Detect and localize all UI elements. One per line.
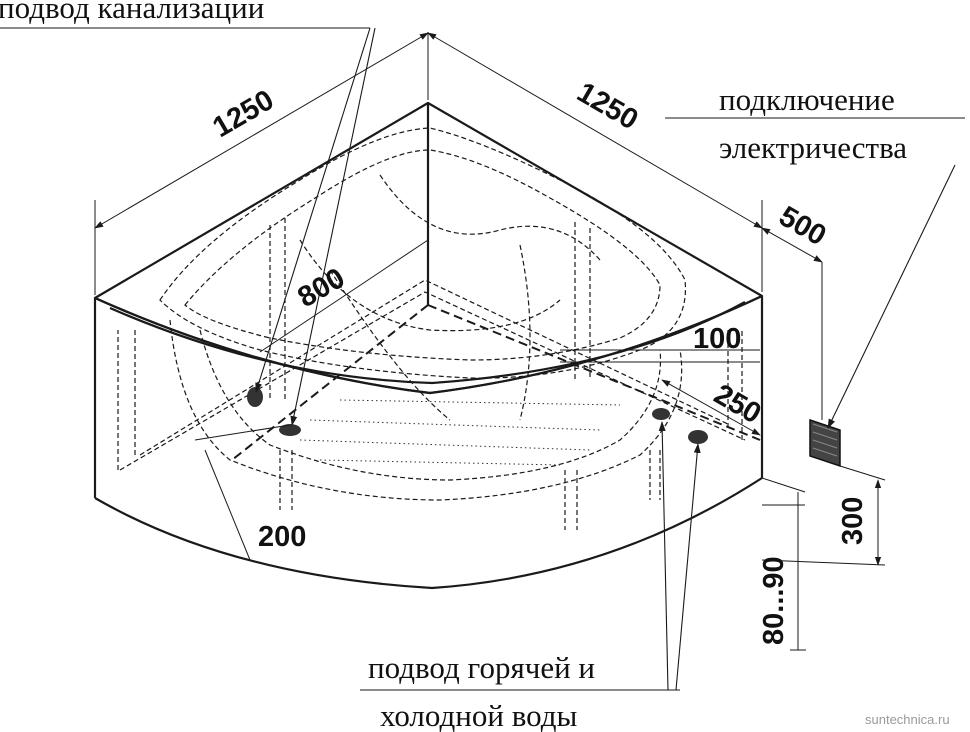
frame-post-1 [269,218,286,400]
leg-1 [279,450,293,510]
support-legs [279,450,661,530]
dim-label-1250-left: 1250 [208,84,280,144]
dim-label-200: 200 [258,521,306,553]
cold-water-fitting [688,430,708,444]
dim-800-line [259,239,429,353]
jet-dots [299,399,621,466]
dim-label-80-90: 80...90 [758,556,790,645]
water-leader-cold [675,443,701,691]
basin-outline [159,127,687,379]
leader-lines [0,27,965,691]
frame-base-inner [139,279,731,456]
dim-1250-left [94,32,429,229]
leg-3 [649,450,661,500]
overflow-fitting [247,387,263,407]
dim-200-leader [204,449,251,561]
drain-leader-1 [255,27,371,393]
seat-contour [379,174,601,261]
drain-leader-2 [290,27,376,426]
frame-base [119,291,746,471]
leg-2 [564,470,578,530]
basin-bottom-inner [199,329,662,481]
electric-leader [827,164,956,429]
basin-inner [184,149,661,361]
dim-label-1250-right: 1250 [572,76,644,136]
label-electric-2: электричества [719,130,907,165]
seat-contour-2 [299,239,561,332]
dim-500 [761,227,823,263]
dim-label-800: 800 [293,262,351,314]
dim-label-100: 100 [693,323,741,355]
dim-label-500: 500 [774,200,832,252]
dim-label-300: 300 [837,497,869,545]
bathtub-body [93,101,764,590]
dim-1250-right [427,32,763,229]
ext-300-bottom [761,559,886,566]
basin-bottom [169,319,683,501]
electrical-box-hatch [812,423,838,457]
frame-leg-left [117,330,136,470]
label-water-1: подвод горячей и [368,650,595,685]
inner-basin [159,127,687,501]
tub-rim-front [94,295,763,395]
label-electric-1: подключение [719,82,895,117]
tub-bottom-curve [94,477,763,590]
dimension-lines [94,32,886,651]
dim-250 [661,379,761,436]
basin-curve-3 [329,269,451,421]
hot-water-fitting [652,408,670,420]
electrical-box [809,418,841,468]
text-labels: подвод канализации подключение электриче… [0,0,950,732]
frame-post-2 [574,222,591,380]
drain-fitting [279,424,301,436]
watermark: suntechnica.ru [865,712,950,727]
ext-300-top [839,465,886,481]
dim-200-ext [194,424,291,441]
label-water-2: холодной воды [380,698,577,732]
fittings [247,387,841,468]
floor-left-dashed [231,304,429,461]
water-leader-hot [658,421,669,691]
basin-curve-4 [519,244,531,421]
ext-80-top [761,477,806,493]
label-drain: подвод канализации [0,0,264,25]
